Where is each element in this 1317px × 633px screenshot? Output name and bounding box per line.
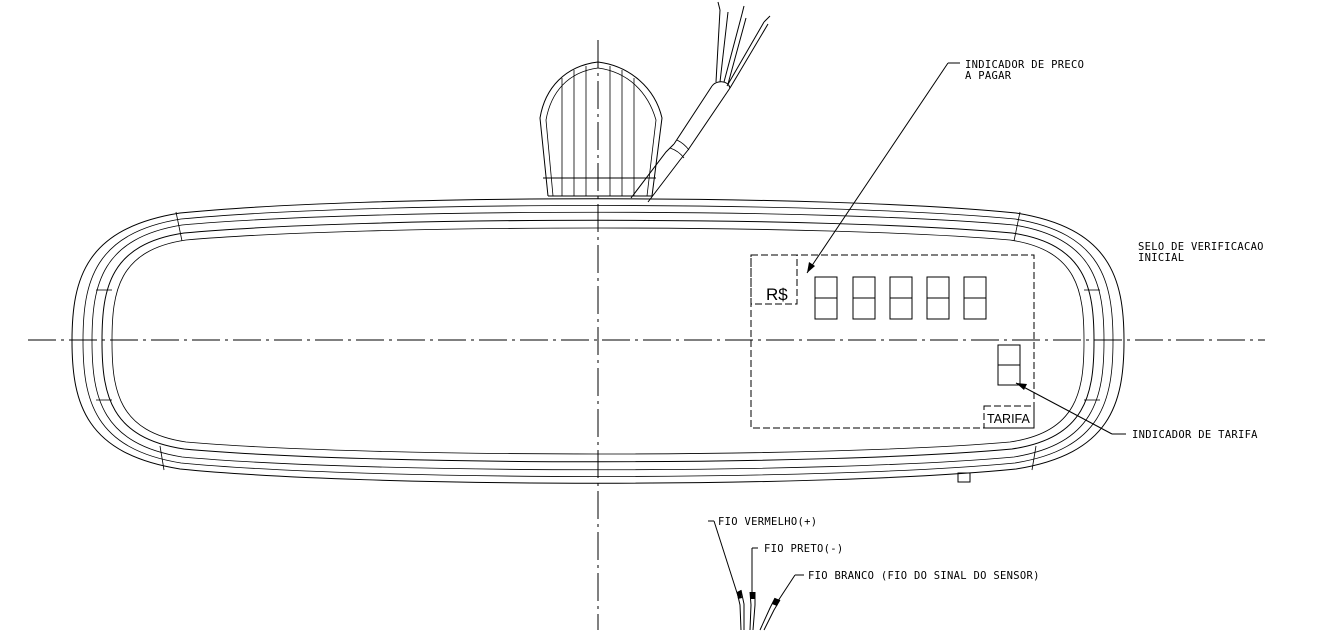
wire-black-label: FIO PRETO(-) (764, 543, 843, 555)
currency-symbol: R$ (766, 285, 788, 304)
callout-wire-white: FIO BRANCO (FIO DO SINAL DO SENSOR) (775, 570, 1040, 605)
wire-white-label: FIO BRANCO (FIO DO SINAL DO SENSOR) (808, 570, 1040, 582)
seal-label-line1: SELO DE VERIFICACAO (1138, 241, 1264, 253)
tariff-label: TARIFA (987, 412, 1030, 426)
callout-seal: SELO DE VERIFICACAO INICIAL (1138, 241, 1264, 264)
seal-label-line2: INICIAL (1138, 252, 1184, 264)
tariff-box (983, 405, 1035, 429)
digit-3 (889, 276, 913, 320)
mirror-body (71, 198, 1125, 484)
price-indicator-label-line2: A PAGAR (965, 70, 1012, 82)
digit-1 (814, 276, 838, 320)
bottom-wires: FIO VERMELHO(+) FIO PRETO(-) FIO BRANCO … (708, 516, 1040, 631)
tariff-digit (997, 344, 1021, 386)
callout-price-indicator: INDICADOR DE PRECO A PAGAR (806, 59, 1084, 274)
price-digits (814, 276, 987, 320)
callout-wire-red: FIO VERMELHO(+) (708, 516, 817, 597)
mirror-bottom-tab (957, 472, 971, 483)
price-indicator-label-line1: INDICADOR DE PRECO (965, 59, 1084, 71)
top-cable (630, 1, 771, 203)
display-window (750, 254, 1035, 429)
callout-tariff-indicator: INDICADOR DE TARIFA (1015, 382, 1258, 441)
tariff-indicator-label: INDICADOR DE TARIFA (1132, 429, 1258, 441)
display-area: R$ (750, 254, 1035, 429)
currency-box (750, 254, 798, 305)
digit-2 (852, 276, 876, 320)
digit-5 (963, 276, 987, 320)
digit-4 (926, 276, 950, 320)
callout-wire-black: FIO PRETO(-) (751, 543, 843, 596)
mounting-stem (539, 61, 663, 197)
wire-ends (736, 589, 781, 631)
wire-red-label: FIO VERMELHO(+) (718, 516, 817, 528)
